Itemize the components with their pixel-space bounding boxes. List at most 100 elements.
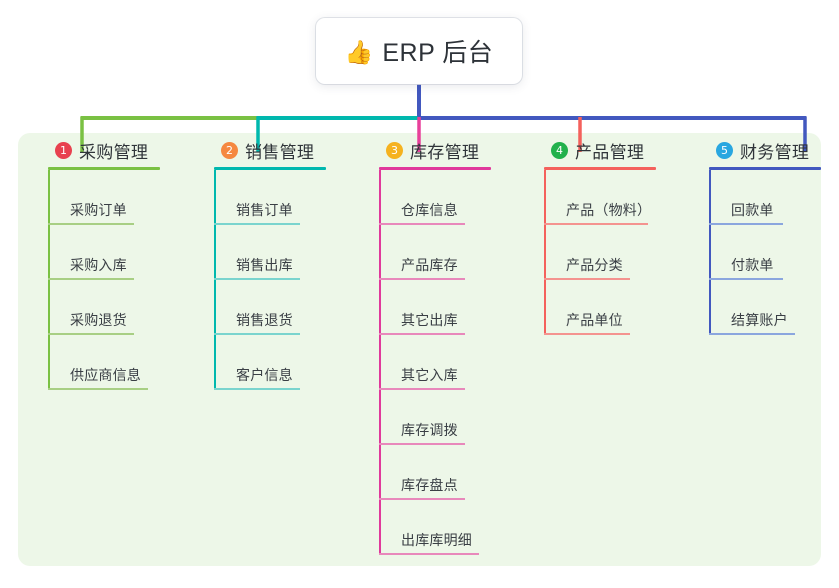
leaf-item[interactable]: 客户信息 [214, 335, 326, 390]
leaf-item[interactable]: 产品分类 [544, 225, 656, 280]
branch-items-4: 产品（物料） 产品分类产品单位 [532, 170, 656, 335]
leaf-item-label: 仓库信息 [401, 202, 458, 218]
leaf-item[interactable]: 其它入库 [379, 335, 491, 390]
leaf-item-underline [48, 278, 134, 280]
leaf-item-underline [48, 388, 148, 390]
leaf-item-underline [379, 553, 479, 555]
leaf-item[interactable]: 库存盘点 [379, 445, 491, 500]
leaf-item[interactable]: 销售退货 [214, 280, 326, 335]
leaf-item-underline [544, 278, 630, 280]
branch-title-4: 产品管理 [575, 142, 645, 162]
branch-stem-1 [48, 170, 50, 390]
leaf-item-label: 付款单 [731, 257, 774, 273]
leaf-item-label: 客户信息 [236, 367, 293, 383]
branch-header-4[interactable]: 4 产品管理 [532, 133, 656, 167]
leaf-item-underline [48, 223, 134, 225]
branch-items-2: 销售订单销售出库销售退货客户信息 [202, 170, 326, 390]
leaf-item-label: 回款单 [731, 202, 774, 218]
leaf-item-label: 采购订单 [70, 202, 127, 218]
leaf-item[interactable]: 产品库存 [379, 225, 491, 280]
leaf-item-label: 结算账户 [731, 312, 788, 328]
leaf-item-underline [214, 388, 300, 390]
leaf-item[interactable]: 仓库信息 [379, 170, 491, 225]
thumbs-up-icon: 👍 [344, 38, 374, 65]
branch-underline-3 [379, 167, 491, 170]
leaf-item-label: 出库库明细 [401, 532, 472, 548]
branch-column-4: 4 产品管理产品（物料） 产品分类产品单位 [532, 133, 656, 335]
leaf-item-label: 库存调拨 [401, 422, 458, 438]
leaf-item-underline [379, 333, 465, 335]
leaf-item[interactable]: 出库库明细 [379, 500, 491, 555]
root-node[interactable]: 👍 ERP 后台 [316, 18, 522, 84]
leaf-item-underline [379, 223, 465, 225]
leaf-item-label: 其它入库 [401, 367, 458, 383]
branch-badge-3: 3 [386, 141, 403, 159]
branch-underline-2 [214, 167, 326, 170]
branch-stem-2 [214, 170, 216, 390]
leaf-item[interactable]: 其它出库 [379, 280, 491, 335]
leaf-item[interactable]: 结算账户 [709, 280, 821, 335]
leaf-item-label: 产品分类 [566, 257, 623, 273]
leaf-item-underline [214, 333, 300, 335]
leaf-item[interactable]: 销售出库 [214, 225, 326, 280]
leaf-item-label: 产品库存 [401, 257, 458, 273]
leaf-item-label: 产品单位 [566, 312, 623, 328]
leaf-item-underline [214, 278, 300, 280]
leaf-item-label: 销售出库 [236, 257, 293, 273]
leaf-item-label: 销售订单 [236, 202, 293, 218]
branch-underline-4 [544, 167, 656, 170]
leaf-item-label: 采购入库 [70, 257, 127, 273]
diagram-panel-background [18, 133, 821, 566]
branch-column-5: 5 财务管理回款单付款单结算账户 [697, 133, 821, 335]
leaf-item[interactable]: 采购订单 [48, 170, 160, 225]
leaf-item-underline [214, 223, 300, 225]
leaf-item-underline [379, 443, 465, 445]
leaf-item-underline [379, 388, 465, 390]
leaf-item-underline [379, 278, 465, 280]
leaf-item-label: 库存盘点 [401, 477, 458, 493]
leaf-item-label: 供应商信息 [70, 367, 141, 383]
leaf-item[interactable]: 采购退货 [48, 280, 160, 335]
leaf-item-underline [544, 223, 648, 225]
leaf-item[interactable]: 产品（物料） [544, 170, 656, 225]
leaf-item-underline [709, 333, 795, 335]
leaf-item[interactable]: 采购入库 [48, 225, 160, 280]
branch-badge-2: 2 [221, 141, 238, 159]
leaf-item-underline [544, 333, 630, 335]
leaf-item[interactable]: 付款单 [709, 225, 821, 280]
branch-title-5: 财务管理 [740, 142, 810, 162]
branch-badge-5: 5 [716, 141, 733, 159]
leaf-item-label: 产品（物料） [566, 202, 652, 218]
leaf-item-underline [709, 223, 783, 225]
leaf-item-label: 采购退货 [70, 312, 127, 328]
leaf-item[interactable]: 产品单位 [544, 280, 656, 335]
branch-stem-4 [544, 170, 546, 335]
branch-badge-4: 4 [551, 141, 568, 159]
branch-header-5[interactable]: 5 财务管理 [697, 133, 821, 167]
branch-stem-3 [379, 170, 381, 555]
leaf-item[interactable]: 销售订单 [214, 170, 326, 225]
branch-items-3: 仓库信息产品库存其它出库其它入库库存调拨库存盘点出库库明细 [367, 170, 491, 555]
leaf-item-label: 其它出库 [401, 312, 458, 328]
leaf-item[interactable]: 库存调拨 [379, 390, 491, 445]
branch-title-2: 销售管理 [245, 142, 315, 162]
leaf-item-underline [709, 278, 783, 280]
leaf-item-label: 销售退货 [236, 312, 293, 328]
leaf-item-underline [48, 333, 134, 335]
branch-items-1: 采购订单采购入库采购退货供应商信息 [36, 170, 160, 390]
branch-stem-5 [709, 170, 711, 335]
root-title: ERP 后台 [382, 39, 494, 67]
branch-underline-5 [709, 167, 821, 170]
branch-header-2[interactable]: 2 销售管理 [202, 133, 326, 167]
leaf-item[interactable]: 回款单 [709, 170, 821, 225]
branch-badge-1: 1 [55, 141, 72, 159]
branch-items-5: 回款单付款单结算账户 [697, 170, 821, 335]
branch-underline-1 [48, 167, 160, 170]
leaf-item[interactable]: 供应商信息 [48, 335, 160, 390]
